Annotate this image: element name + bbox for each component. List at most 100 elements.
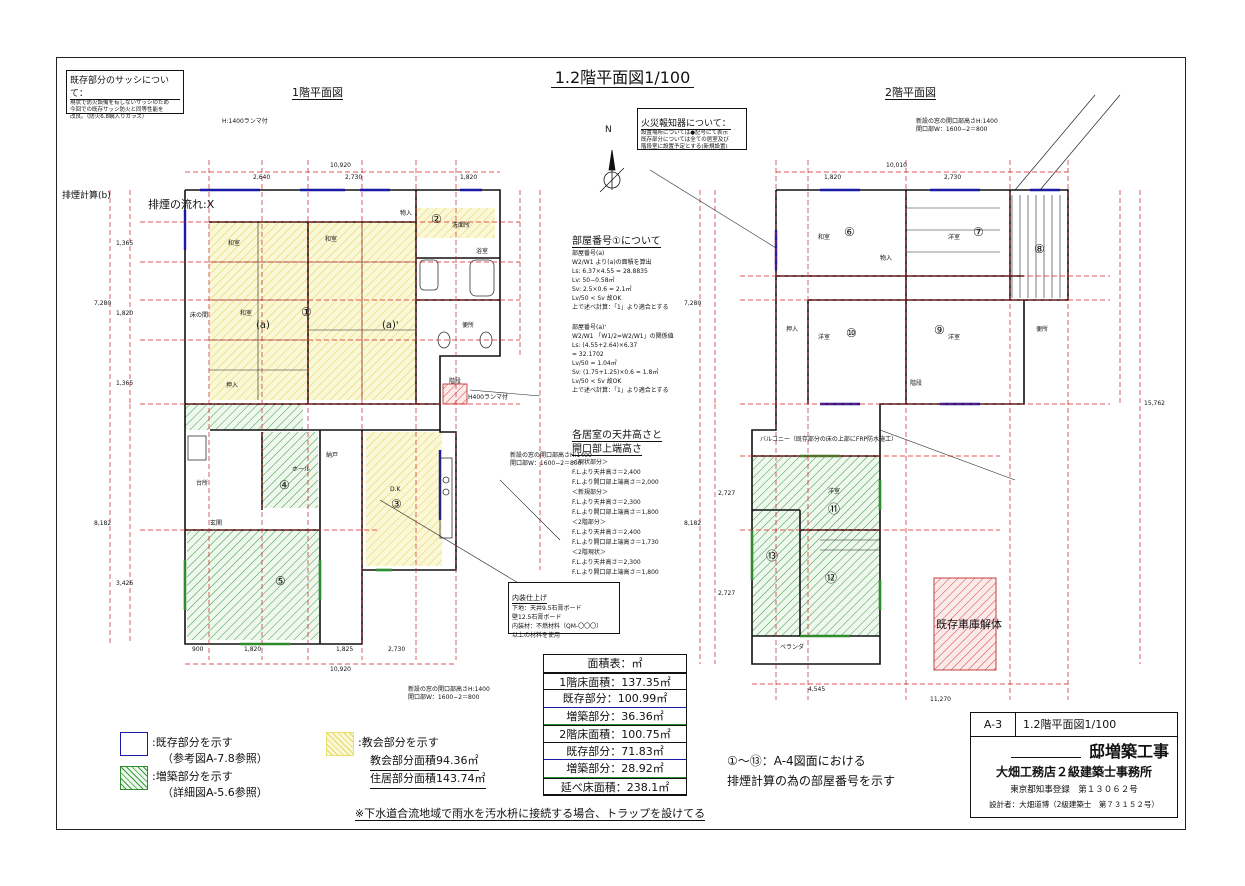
dim-side-2f: 7,280: [684, 300, 702, 307]
dim: 2,730: [944, 174, 962, 181]
room-label: 階段: [449, 378, 462, 385]
dim-side-2f: 15,762: [1144, 400, 1165, 407]
sheet-title: 1.2階平面図1/100: [0, 64, 1245, 88]
ceiling-note-title1: 各居室の天井高さと: [572, 426, 662, 442]
fire-alarm-note: 火災報知器について： 設置場所については●記号にて表示 既存部分については全ての…: [637, 108, 747, 150]
room-number-10: ⑩: [846, 326, 857, 340]
room-label: 洗面所: [452, 222, 471, 229]
sub-room-a-prime: (a)': [382, 320, 399, 331]
dim-top-1f: 10,920: [330, 162, 351, 169]
room-number-2: ②: [431, 212, 442, 226]
lantern-note: H400ランマ付: [468, 394, 508, 401]
dim: 11,270: [930, 696, 951, 703]
legend-existing-ref: （参考図A-7.8参照）: [162, 752, 268, 765]
ceiling-note-body: ＜現状部分＞ F.L.より天井高さ＝2,400 F.L.より開口部上端高さ＝2,…: [572, 459, 659, 576]
client-name-blank: [1011, 739, 1081, 758]
sash-note: 既存部分のサッシについて： 現状で防火設備を有しないサッシのため 今回での既存サ…: [66, 70, 184, 120]
area-row: 増築部分：36.36㎡: [544, 708, 686, 725]
room-label: 便所: [462, 322, 475, 329]
dim-side-2f: 8,182: [684, 520, 702, 527]
legend-extension-label: :増築部分を示す: [152, 770, 233, 783]
dim: 1,820: [244, 646, 262, 653]
interior-finish-note: 内装仕上げ 下地：天井9.5石膏ボード 壁12.5石膏ボード 内装材：不燃材料（…: [508, 582, 620, 639]
room-number-11: ⑪: [828, 502, 841, 516]
dim-side: 2,727: [718, 490, 736, 497]
dim: 4,545: [808, 686, 826, 693]
dim-side: 1,820: [116, 310, 134, 317]
area-row: 2階床面積：100.75㎡: [544, 725, 686, 743]
room-label: 和室: [325, 236, 338, 243]
drawing-frame: [56, 57, 1186, 830]
room-label: 和室: [228, 240, 241, 247]
room-label: 洋室: [828, 488, 841, 495]
stairs-note: 階段: [910, 380, 923, 387]
church-area: 教会部分面積94.36㎡: [370, 752, 479, 771]
area-row: 増築部分：28.92㎡: [544, 760, 686, 778]
room-number-1: ①: [301, 305, 312, 319]
room-number-8: ⑧: [1034, 242, 1045, 256]
dim: 1,820: [460, 174, 478, 181]
dim-side: 3,426: [116, 580, 134, 587]
room-numbers-note: ①〜⑬：A-4図面における: [727, 754, 866, 768]
area-table-head: 面積表：㎡: [544, 655, 686, 673]
room-label: 台所: [196, 480, 209, 487]
room1b-title: 部屋番号(a)': [572, 324, 607, 331]
room-label: ベランダ: [780, 644, 805, 651]
area-row: 既存部分：100.99㎡: [544, 690, 686, 708]
room1a-title: 部屋番号(a): [572, 250, 605, 257]
dim-side-1f: 7,280: [94, 300, 112, 307]
room-number-3: ③: [391, 497, 402, 511]
room-label: 押入: [786, 326, 799, 333]
room-label: 和室: [818, 234, 831, 241]
room-label: 洋室: [948, 334, 961, 341]
balcony-note: バルコニー（既存部分の床の上部にFRP防水施工）: [760, 436, 898, 443]
window-spec-note: 新設の窓の開口部高さH:1400 開口部W：1600−2＝800: [510, 452, 592, 467]
dim: 2,640: [253, 174, 271, 181]
exhaust-flow-label: 排煙の流れ:X: [148, 198, 215, 211]
room1b-calc: W2/W1 「W1/2=W2/W1」の関係値 Ls: (4.55+2.64)×6…: [572, 333, 674, 394]
room-label: 和室: [240, 310, 253, 317]
designer: 設計者：大畑道博（2級建築士 第７３１５２号）: [989, 800, 1159, 809]
room-number-6: ⑥: [844, 225, 855, 239]
room-number-4: ④: [279, 478, 290, 492]
exhaust-calc-label: 排煙計算(b): [62, 191, 111, 201]
legend-church-swatch: [326, 732, 354, 756]
room-label: 納戸: [326, 452, 339, 459]
room-label: 浴室: [476, 248, 489, 255]
legend-existing-label: :既存部分を示す: [152, 736, 233, 749]
dim: 900: [192, 646, 204, 653]
dim-bottom-1f: 10,920: [330, 666, 351, 673]
room-numbers-note-2: 排煙計算の為の部屋番号を示す: [727, 774, 896, 788]
plan1-label: 1階平面図: [292, 86, 343, 100]
legend-existing-swatch: [120, 732, 148, 756]
room-number-7: ⑦: [973, 225, 984, 239]
room-label: 床の間: [190, 312, 209, 319]
dim-side-1f: 8,182: [94, 520, 112, 527]
office-name: 大畑工務店２級建築士事務所: [995, 765, 1152, 779]
sheet-number: A-3: [971, 713, 1016, 737]
north-label: N: [605, 125, 612, 135]
dim-side: 1,365: [116, 380, 134, 387]
room-label: 洋室: [818, 334, 831, 341]
room-number-5: ⑤: [275, 574, 286, 588]
area-row: 延べ床面積：238.1㎡: [544, 777, 686, 795]
plan2-label: 2階平面図: [885, 86, 936, 100]
room-label: 洋室: [948, 234, 961, 241]
area-row: 既存部分：71.83㎡: [544, 743, 686, 760]
demolish-garage-label: 既存車庫解体: [936, 618, 1002, 631]
room-number-9: ⑨: [934, 323, 945, 337]
room-label: 物入: [880, 255, 893, 262]
room-label: D.K: [390, 486, 401, 493]
legend-church-label: :教会部分を示す: [358, 736, 439, 749]
house-area: 住居部分面積143.74㎡: [370, 770, 486, 789]
sheet-title-block: 1.2階平面図1/100: [1023, 718, 1117, 731]
dim: 2,730: [345, 174, 363, 181]
dim: 1,820: [824, 174, 842, 181]
room-label: ホール: [292, 466, 311, 473]
dim-side: 1,365: [116, 240, 134, 247]
room-label: 押入: [226, 382, 239, 389]
window-spec-note: 新設の窓の開口部高さH:1400 開口部W：1600−2＝800: [408, 686, 490, 701]
footer-note: ※下水道合流地域で雨水を汚水枡に接続する場合、トラップを設けてる: [354, 807, 706, 821]
